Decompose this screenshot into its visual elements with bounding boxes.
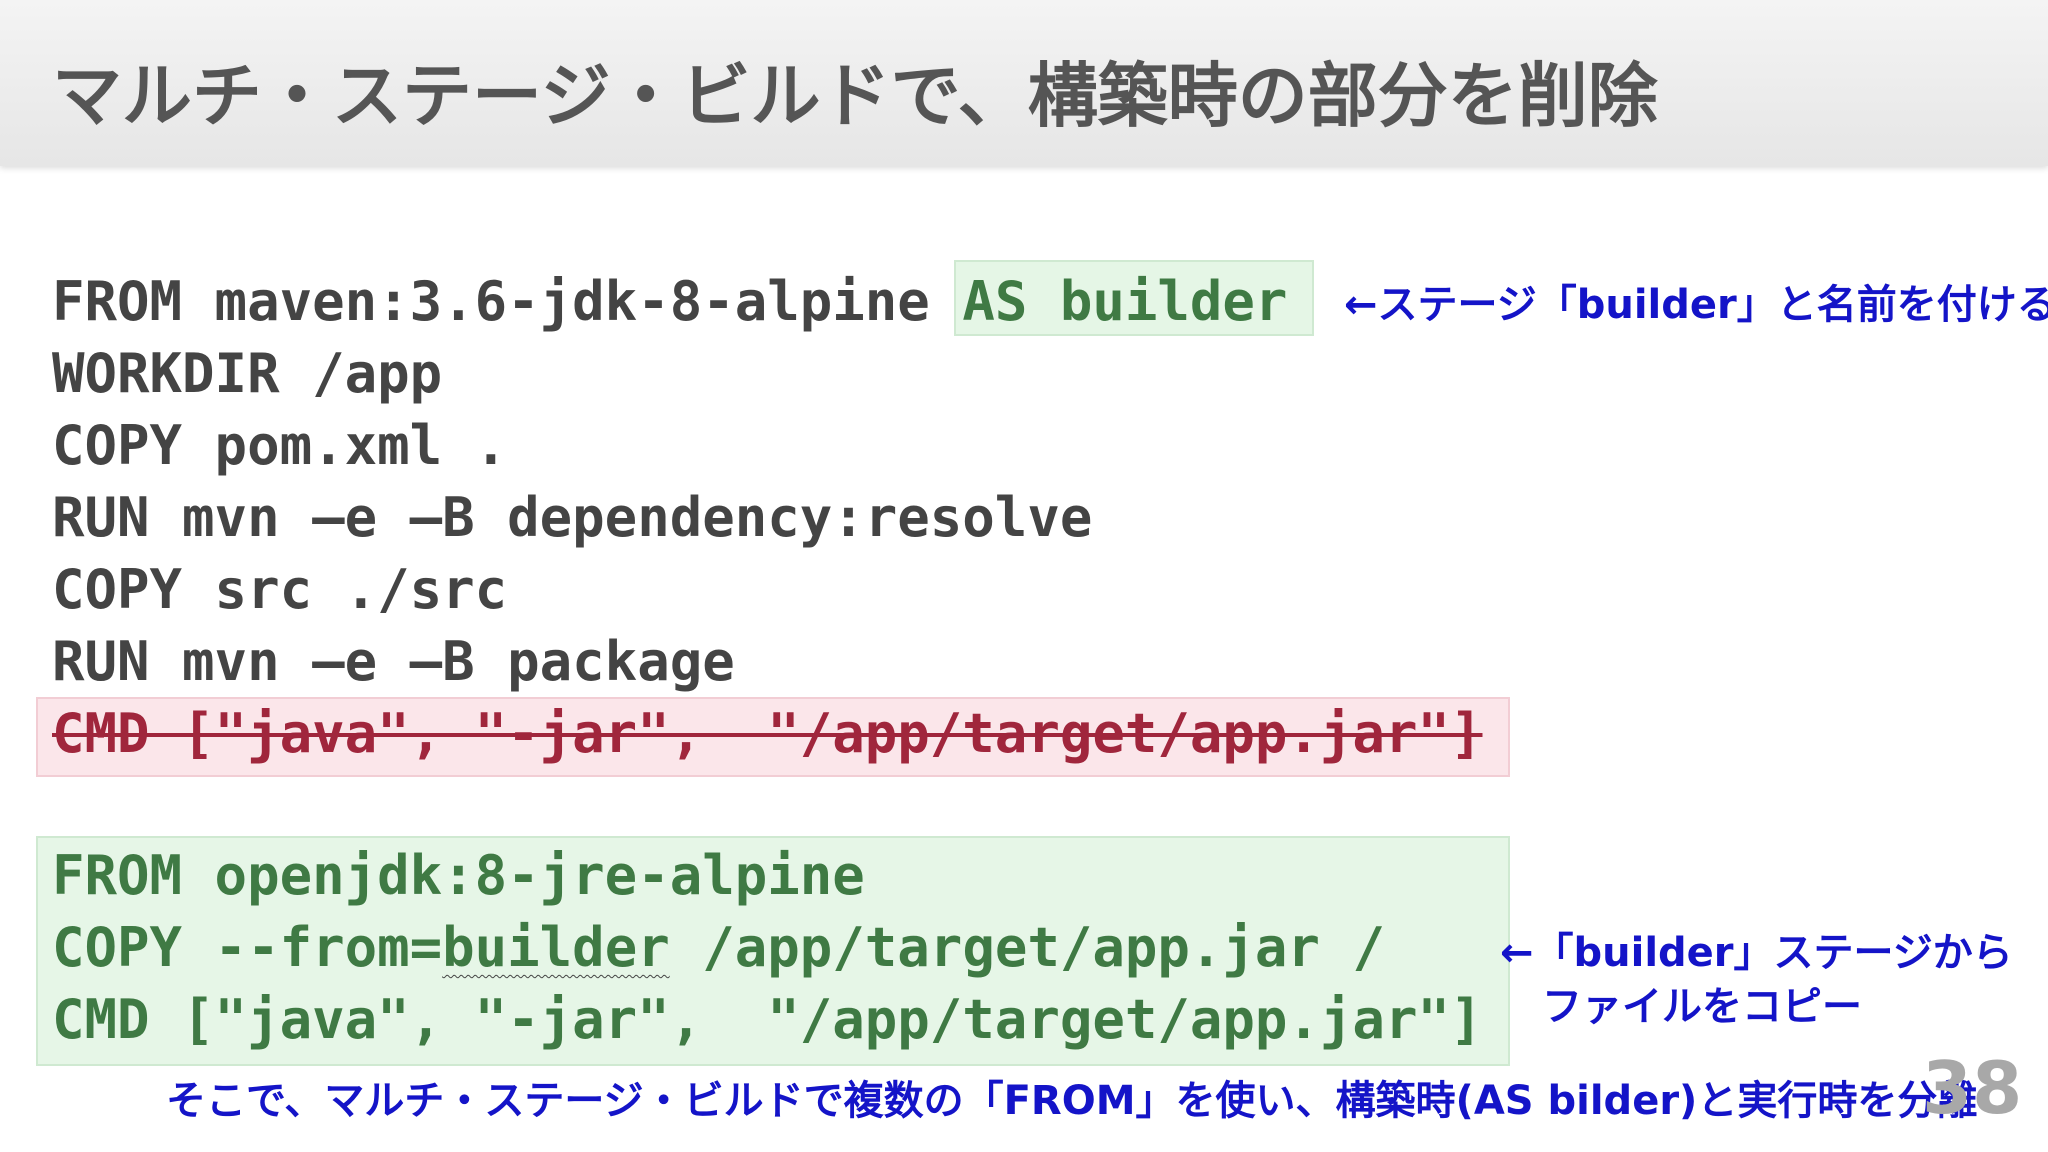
page-number: 38 <box>1922 1046 2023 1130</box>
slide-title: マルチ・ステージ・ビルドで、構築時の部分を削除 <box>52 55 1658 137</box>
code-line-from-maven: FROM maven:3.6-jdk-8-alpine AS builder <box>52 266 1287 338</box>
copy-from-prefix: COPY --from= <box>52 916 443 979</box>
builder-reference: builder <box>442 916 670 979</box>
code-line-run-package: RUN mvn –e –B package <box>52 630 735 693</box>
annotation-copy-from-line2: ファイルをコピー <box>1542 984 1862 1030</box>
annotation-builder-name: ←ステージ「builder」と名前を付ける <box>1344 282 2048 328</box>
runtime-stage-highlight <box>36 836 1510 1066</box>
code-line-from-openjdk: FROM openjdk:8-jre-alpine <box>52 844 865 907</box>
as-builder-alias: AS builder <box>962 270 1288 333</box>
annotation-copy-from-line1: ←「builder」ステージから <box>1500 930 2013 976</box>
code-line-workdir: WORKDIR /app <box>52 342 443 405</box>
code-line-copy-src: COPY src ./src <box>52 558 508 621</box>
removed-cmd-highlight <box>36 697 1510 777</box>
from-maven-command: FROM maven:3.6-jdk-8-alpine <box>52 270 963 333</box>
code-line-run-resolve: RUN mvn –e –B dependency:resolve <box>52 486 1093 549</box>
code-line-copy-from-builder: COPY --from=builder /app/target/app.jar … <box>52 912 1385 984</box>
code-line-cmd-java: CMD ["java", "-jar", "/app/target/app.ja… <box>52 988 1483 1051</box>
annotation-summary: そこで、マルチ・ステージ・ビルドで複数の「FROM」を使い、構築時(AS bil… <box>166 1078 1978 1124</box>
copy-from-suffix: /app/target/app.jar / <box>669 916 1385 979</box>
code-line-removed-cmd: CMD ["java", "-jar", "/app/target/app.ja… <box>52 702 1483 765</box>
slide-header: マルチ・ステージ・ビルドで、構築時の部分を削除 <box>0 0 2048 166</box>
builder-alias-highlight <box>954 260 1314 336</box>
code-line-copy-pom: COPY pom.xml . <box>52 414 508 477</box>
